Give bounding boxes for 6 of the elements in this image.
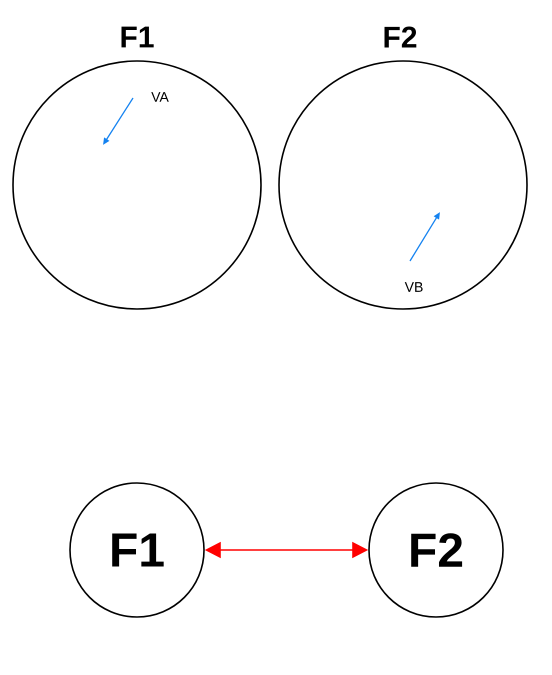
- heading: F2: [384, 26, 416, 48]
- label: VB: [404, 282, 423, 292]
- circle-node: F2: [368, 482, 504, 618]
- circle-node: F1: [69, 482, 205, 618]
- label: VA: [151, 92, 169, 102]
- heading: F1: [122, 26, 154, 48]
